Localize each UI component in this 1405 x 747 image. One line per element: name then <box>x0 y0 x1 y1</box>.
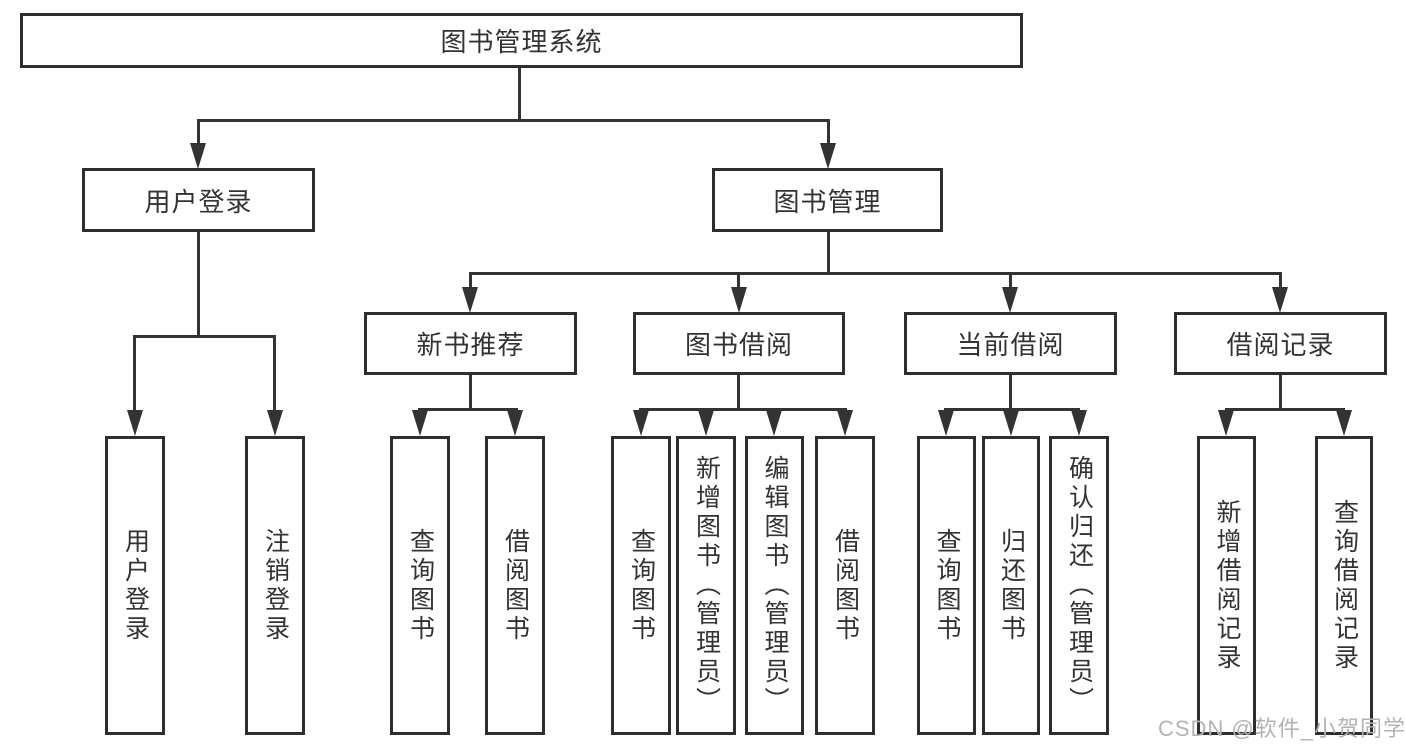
leaf-label: 确认归还（管理员） <box>1065 455 1094 716</box>
leaf-label: 查询图书 <box>627 527 656 644</box>
arrow-down-icon <box>267 410 283 436</box>
node-library-management-system: 图书管理系统 <box>20 13 1023 68</box>
leaf-label: 借阅图书 <box>501 527 530 644</box>
leaf-return-books: 归还图书 <box>982 436 1040 735</box>
leaf-label: 查询借阅记录 <box>1330 498 1359 673</box>
leaf-user-login: 用户登录 <box>105 436 165 735</box>
node-book-management: 图书管理 <box>712 168 943 232</box>
arrow-down-icon <box>1071 410 1087 436</box>
arrow-down-icon <box>507 410 523 436</box>
csdn-watermark: CSDN @软件_小贺同学 <box>1158 716 1405 741</box>
connector-line <box>1225 408 1345 411</box>
node-book-borrowing: 图书借阅 <box>633 312 845 375</box>
arrow-down-icon <box>1002 287 1018 313</box>
connector-line <box>469 272 1282 275</box>
connector-line <box>827 119 830 146</box>
leaf-borrow-books: 借阅图书 <box>815 436 875 735</box>
leaf-label: 新增图书（管理员） <box>692 455 721 716</box>
connector-line <box>273 335 276 413</box>
connector-line <box>1279 272 1282 290</box>
leaf-edit-books-admin: 编辑图书（管理员） <box>745 436 804 735</box>
leaf-query-borrow-record: 查询借阅记录 <box>1315 436 1373 735</box>
arrow-down-icon <box>766 410 782 436</box>
leaf-query-books-recommend: 查询图书 <box>390 436 450 735</box>
leaf-label: 借阅图书 <box>831 527 860 644</box>
connector-line <box>133 335 136 413</box>
connector-line <box>639 408 847 411</box>
leaf-label: 用户登录 <box>121 527 150 644</box>
arrow-down-icon <box>127 410 143 436</box>
arrow-down-icon <box>731 287 747 313</box>
node-current-borrowing: 当前借阅 <box>904 312 1117 375</box>
node-new-book-recommendation: 新书推荐 <box>364 312 577 375</box>
leaf-query-books-current: 查询图书 <box>917 436 976 735</box>
connector-line <box>197 119 200 146</box>
connector-line <box>469 272 472 290</box>
arrow-down-icon <box>820 143 836 169</box>
leaf-label: 查询图书 <box>406 527 435 644</box>
connector-line <box>737 272 740 290</box>
node-user-login: 用户登录 <box>82 168 315 232</box>
arrow-down-icon <box>1336 410 1352 436</box>
leaf-add-borrow-record: 新增借阅记录 <box>1197 436 1256 735</box>
leaf-label: 归还图书 <box>997 527 1026 644</box>
connector-line <box>418 408 518 411</box>
leaf-label: 新增借阅记录 <box>1213 498 1241 673</box>
arrow-down-icon <box>190 143 206 169</box>
connector-line <box>1009 272 1012 290</box>
leaf-label: 查询图书 <box>933 527 961 644</box>
leaf-confirm-return-admin: 确认归还（管理员） <box>1049 436 1109 735</box>
arrow-down-icon <box>837 410 853 436</box>
connector-line <box>469 375 472 410</box>
arrow-down-icon <box>633 410 649 436</box>
leaf-query-books-borrowing: 查询图书 <box>611 436 671 735</box>
node-borrowing-records: 借阅记录 <box>1174 312 1387 375</box>
connector-line <box>197 119 830 122</box>
arrow-down-icon <box>1003 410 1019 436</box>
leaf-logout: 注销登录 <box>245 436 305 735</box>
leaf-label: 编辑图书（管理员） <box>761 455 789 716</box>
arrow-down-icon <box>698 410 714 436</box>
connector-line <box>827 232 830 274</box>
connector-line <box>1279 375 1282 410</box>
arrow-down-icon <box>462 287 478 313</box>
arrow-down-icon <box>938 410 954 436</box>
arrow-down-icon <box>1272 287 1288 313</box>
connector-line <box>197 232 200 337</box>
arrow-down-icon <box>412 410 428 436</box>
connector-line <box>1009 375 1012 410</box>
leaf-add-books-admin: 新增图书（管理员） <box>676 436 736 735</box>
connector-line <box>944 408 1080 411</box>
leaf-borrow-books-recommend: 借阅图书 <box>485 436 545 735</box>
connector-line <box>737 375 740 410</box>
connector-line <box>518 68 521 120</box>
connector-line <box>133 335 276 338</box>
leaf-label: 注销登录 <box>261 527 290 644</box>
arrow-down-icon <box>1218 410 1234 436</box>
